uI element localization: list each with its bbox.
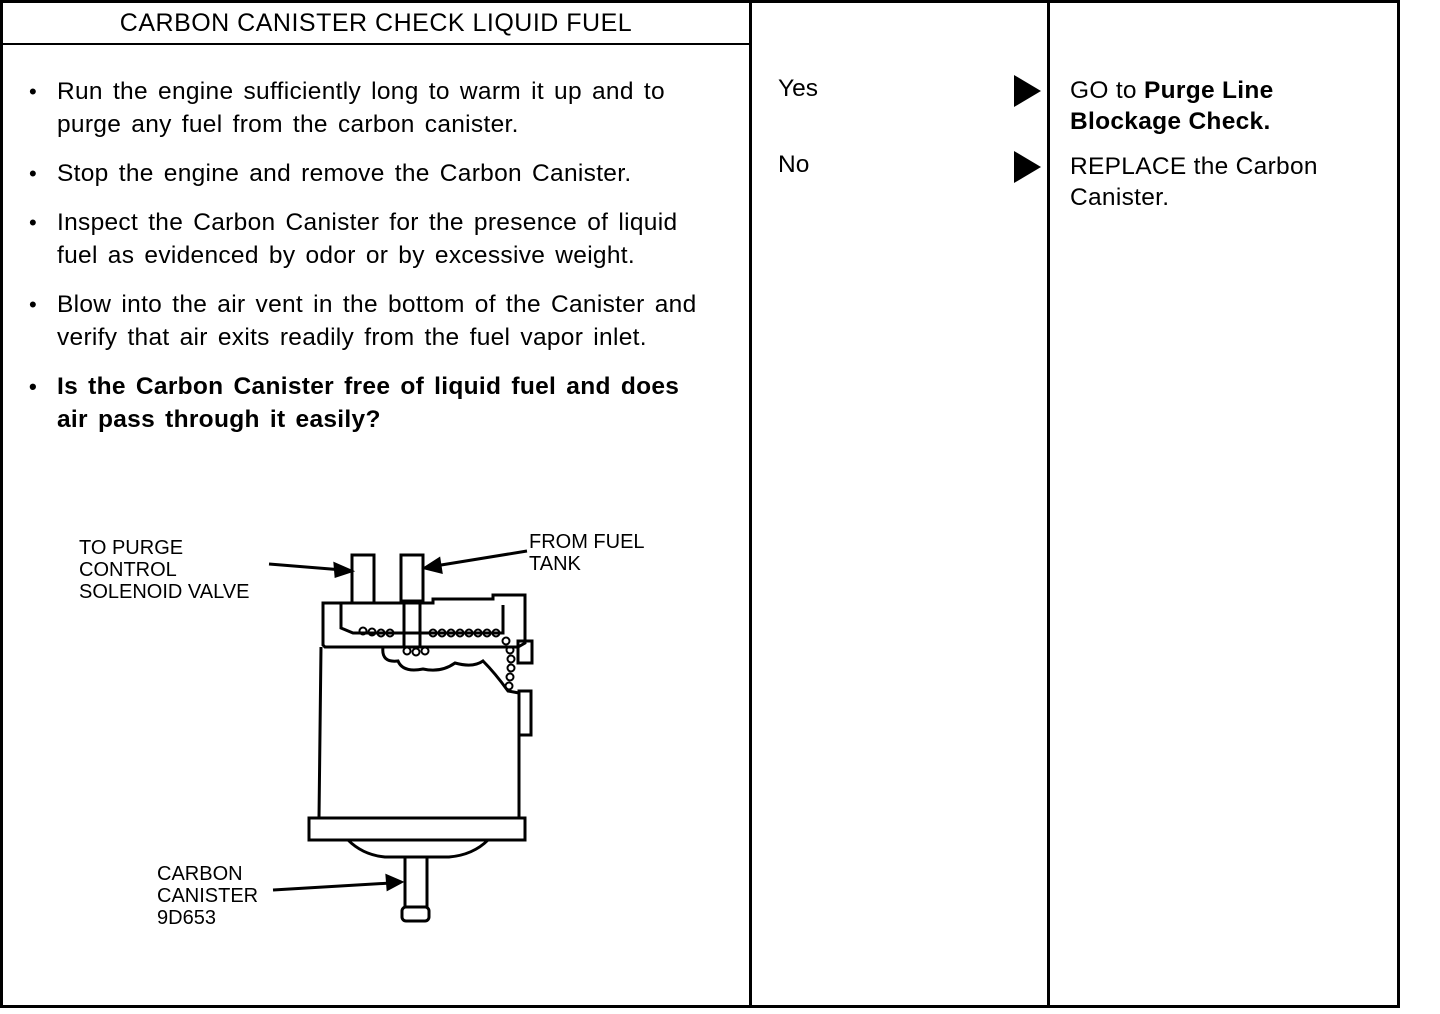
- list-item: • Run the engine sufficiently long to war…: [27, 75, 717, 141]
- bullet-icon: •: [29, 292, 38, 317]
- canister-drawing: [268, 549, 534, 923]
- test-step-column: CARBON CANISTER CHECK LIQUID FUEL • Run t…: [3, 3, 752, 1005]
- step-list: • Run the engine sufficiently long to war…: [27, 75, 717, 452]
- action-column: GO to Purge Line Blockage Check. REPLACE…: [1050, 3, 1400, 1005]
- answer-yes-label: Yes: [778, 75, 818, 102]
- arrow-right-icon: [1014, 151, 1041, 183]
- procedure-table: CARBON CANISTER CHECK LIQUID FUEL • Run t…: [0, 0, 1400, 1008]
- step-text: Inspect the Carbon Canister for the pres…: [57, 209, 678, 269]
- bullet-icon: •: [29, 374, 38, 399]
- bullet-icon: •: [29, 79, 38, 104]
- bullet-icon: •: [29, 210, 38, 235]
- action-yes: GO to Purge Line Blockage Check.: [1070, 75, 1390, 137]
- label-carbon: CARBON: [157, 863, 243, 885]
- carbon-canister-diagram: TO PURGE CONTROL SOLENOID VALVE FROM FUE…: [79, 531, 645, 929]
- step-text: Blow into the air vent in the bottom of …: [57, 291, 697, 351]
- action-no: REPLACE the Carbon Canister.: [1070, 153, 1318, 211]
- step-text: Stop the engine and remove the Carbon Ca…: [57, 160, 632, 187]
- question-text: Is the Carbon Canister free of liquid fu…: [57, 373, 680, 433]
- arrow-right-icon: [1014, 75, 1041, 107]
- list-item: • Blow into the air vent in the bottom of…: [27, 288, 717, 354]
- action-yes-prefix: GO to: [1070, 77, 1137, 104]
- answer-no-label: No: [778, 151, 810, 178]
- label-solenoid-valve: SOLENOID VALVE: [79, 581, 249, 603]
- step-text: Run the engine sufficiently long to warm…: [57, 78, 665, 138]
- question-item: • Is the Carbon Canister free of liquid f…: [27, 370, 717, 436]
- label-part-number: 9D653: [157, 907, 216, 929]
- label-control: CONTROL: [79, 559, 177, 581]
- label-canister: CANISTER: [157, 885, 258, 907]
- label-to-purge: TO PURGE: [79, 537, 183, 559]
- label-from-fuel: FROM FUEL: [529, 531, 645, 553]
- page-title: CARBON CANISTER CHECK LIQUID FUEL: [3, 3, 749, 45]
- label-tank: TANK: [529, 553, 582, 575]
- list-item: • Stop the engine and remove the Carbon C…: [27, 157, 717, 190]
- result-column: Yes No: [752, 3, 1050, 1005]
- action-yes-link-text: Purge Line Blockage Check.: [1070, 77, 1274, 135]
- bullet-icon: •: [29, 161, 38, 186]
- list-item: • Inspect the Carbon Canister for the pre…: [27, 206, 717, 272]
